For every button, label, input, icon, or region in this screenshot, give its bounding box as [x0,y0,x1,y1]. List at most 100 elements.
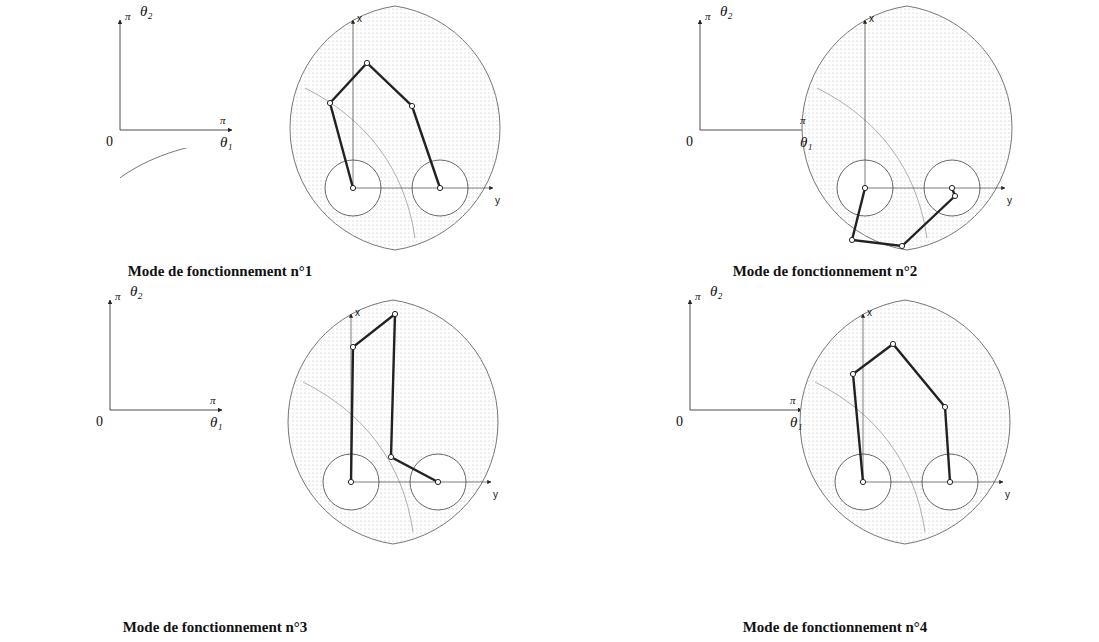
pi-label-box: π [115,286,121,304]
caption-box: Mode de fonctionnement n°4 [743,618,928,636]
x-axis [865,20,866,188]
pi-label-box: π [705,6,711,24]
pi-label: π [210,394,216,406]
five-bar-linkage [330,63,440,188]
pi-label: π [790,394,796,406]
joint [947,479,952,484]
theta2-label-box: θ₂ [710,282,723,300]
pi-label-box: π [790,390,796,408]
theta1-label-box: θ₁ [210,413,223,431]
theta2-label: θ₂ [140,3,153,19]
y-label: y [1005,489,1010,500]
pi-label: π [800,114,806,126]
theta1-label: θ₁ [790,414,803,430]
theta2-label: θ₂ [130,283,143,299]
origin-label-box: 0 [96,412,103,430]
workspace-outline [800,300,1010,544]
pi-label: π [125,10,131,22]
workspace-outline [802,6,1012,250]
joint [348,479,353,484]
joint [849,237,854,242]
caption-box: Mode de fonctionnement n°1 [128,262,313,280]
x-label: x [867,307,872,318]
y-label: y [1007,195,1012,206]
y-label-box: y [1007,190,1012,208]
pi-label-box: π [220,110,226,128]
joint [437,185,442,190]
origin-label: 0 [676,414,683,429]
theta2-label-box: θ₂ [720,2,733,20]
theta2-label-box: θ₂ [130,282,143,300]
joint [388,454,393,459]
feasible-region [120,148,230,270]
x-axis [863,314,864,482]
five-bar-linkage [853,344,950,482]
theta1-label: θ₁ [800,134,813,150]
caption: Mode de fonctionnement n°4 [743,619,928,635]
singularity-curve [305,88,415,238]
joint [890,341,895,346]
joint [952,193,957,198]
theta1-label-box: θ₁ [220,133,233,151]
x-label: x [357,13,362,24]
x-label-box: x [357,8,362,26]
pi-label-box: π [695,286,701,304]
pi-label-box: π [210,390,216,408]
y-axis [865,188,1005,189]
singularity-curve [815,382,925,532]
joint [862,185,867,190]
origin-label-box: 0 [686,132,693,150]
pi-label: π [695,290,701,302]
y-label: y [495,195,500,206]
caption: Mode de fonctionnement n°3 [123,619,308,635]
joint [392,311,397,316]
x-label: x [355,307,360,318]
joint [350,185,355,190]
joint [327,100,332,105]
joint [860,479,865,484]
y-axis [353,188,493,189]
x-label-box: x [869,8,874,26]
origin-label-box: 0 [106,132,113,150]
y-axis [863,482,1003,483]
theta1-axis [120,130,232,131]
origin-label: 0 [96,414,103,429]
x-label: x [869,13,874,24]
joint [364,60,369,65]
joint [409,103,414,108]
x-label-box: x [355,302,360,320]
five-bar-linkage [351,314,438,482]
pi-label: π [705,10,711,22]
theta2-axis [700,20,701,130]
y-label: y [493,489,498,500]
caption-box: Mode de fonctionnement n°3 [123,618,308,636]
x-axis [353,20,354,188]
workspace-plot [290,6,500,250]
pi-label-box: π [800,110,806,128]
pi-label: π [220,114,226,126]
origin-label: 0 [106,134,113,149]
workspace-plot [802,6,1012,250]
theta1-label: θ₁ [210,414,223,430]
theta1-axis [110,410,222,411]
origin-label: 0 [686,134,693,149]
theta2-axis [110,300,111,410]
joint [350,344,355,349]
joint-space-plot [570,298,802,550]
theta1-axis [690,410,802,411]
singularity-curve [120,148,230,270]
five-bar-linkage [852,188,955,246]
origin-label-box: 0 [676,412,683,430]
theta2-label-box: θ₂ [140,2,153,20]
caption-box: Mode de fonctionnement n°2 [733,262,918,280]
y-axis [351,482,491,483]
joint [435,479,440,484]
workspace-outline [290,6,500,250]
workspace-outline [288,300,498,544]
theta2-label: θ₂ [720,3,733,19]
y-label-box: y [495,190,500,208]
theta1-label: θ₁ [220,134,233,150]
caption: Mode de fonctionnement n°1 [128,263,313,279]
workspace-plot [288,300,498,544]
